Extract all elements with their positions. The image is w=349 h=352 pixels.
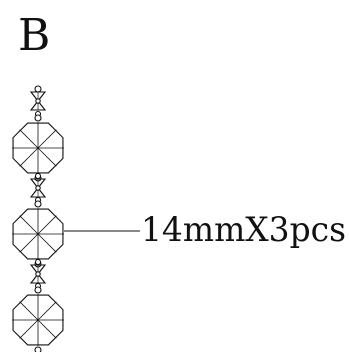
bead-facet-line xyxy=(37,319,57,339)
bead-facet-line xyxy=(19,301,39,321)
bowtie-pin xyxy=(35,185,41,191)
bowtie-pin xyxy=(35,271,41,277)
bead-facet-line xyxy=(37,215,57,235)
dimension-label: 14mmX3pcs xyxy=(141,210,346,250)
bead-bottom-ring xyxy=(34,346,42,352)
bead-facet-line xyxy=(19,215,39,235)
link-ring xyxy=(34,172,42,180)
bead-facet-line xyxy=(37,129,57,149)
octagon-bead-3 xyxy=(12,294,64,346)
bead-facet-line xyxy=(37,301,57,321)
bead-top-ring xyxy=(34,200,42,208)
octagon-bead-2 xyxy=(12,208,64,260)
bead-facet-line xyxy=(19,129,39,149)
octagon-bead-1 xyxy=(12,122,64,174)
bead-facet-line xyxy=(37,233,57,253)
bowtie-pin xyxy=(35,98,41,104)
link-ring xyxy=(34,258,42,266)
top-ring xyxy=(34,85,42,93)
bead-facet-line xyxy=(19,233,39,253)
bead-facet-line xyxy=(37,147,57,167)
bead-facet-line xyxy=(19,319,39,339)
crystal-chain xyxy=(12,85,64,352)
bead-top-ring xyxy=(34,286,42,294)
bead-top-ring xyxy=(34,114,42,122)
bead-facet-line xyxy=(19,147,39,167)
variant-label: B xyxy=(18,10,50,61)
